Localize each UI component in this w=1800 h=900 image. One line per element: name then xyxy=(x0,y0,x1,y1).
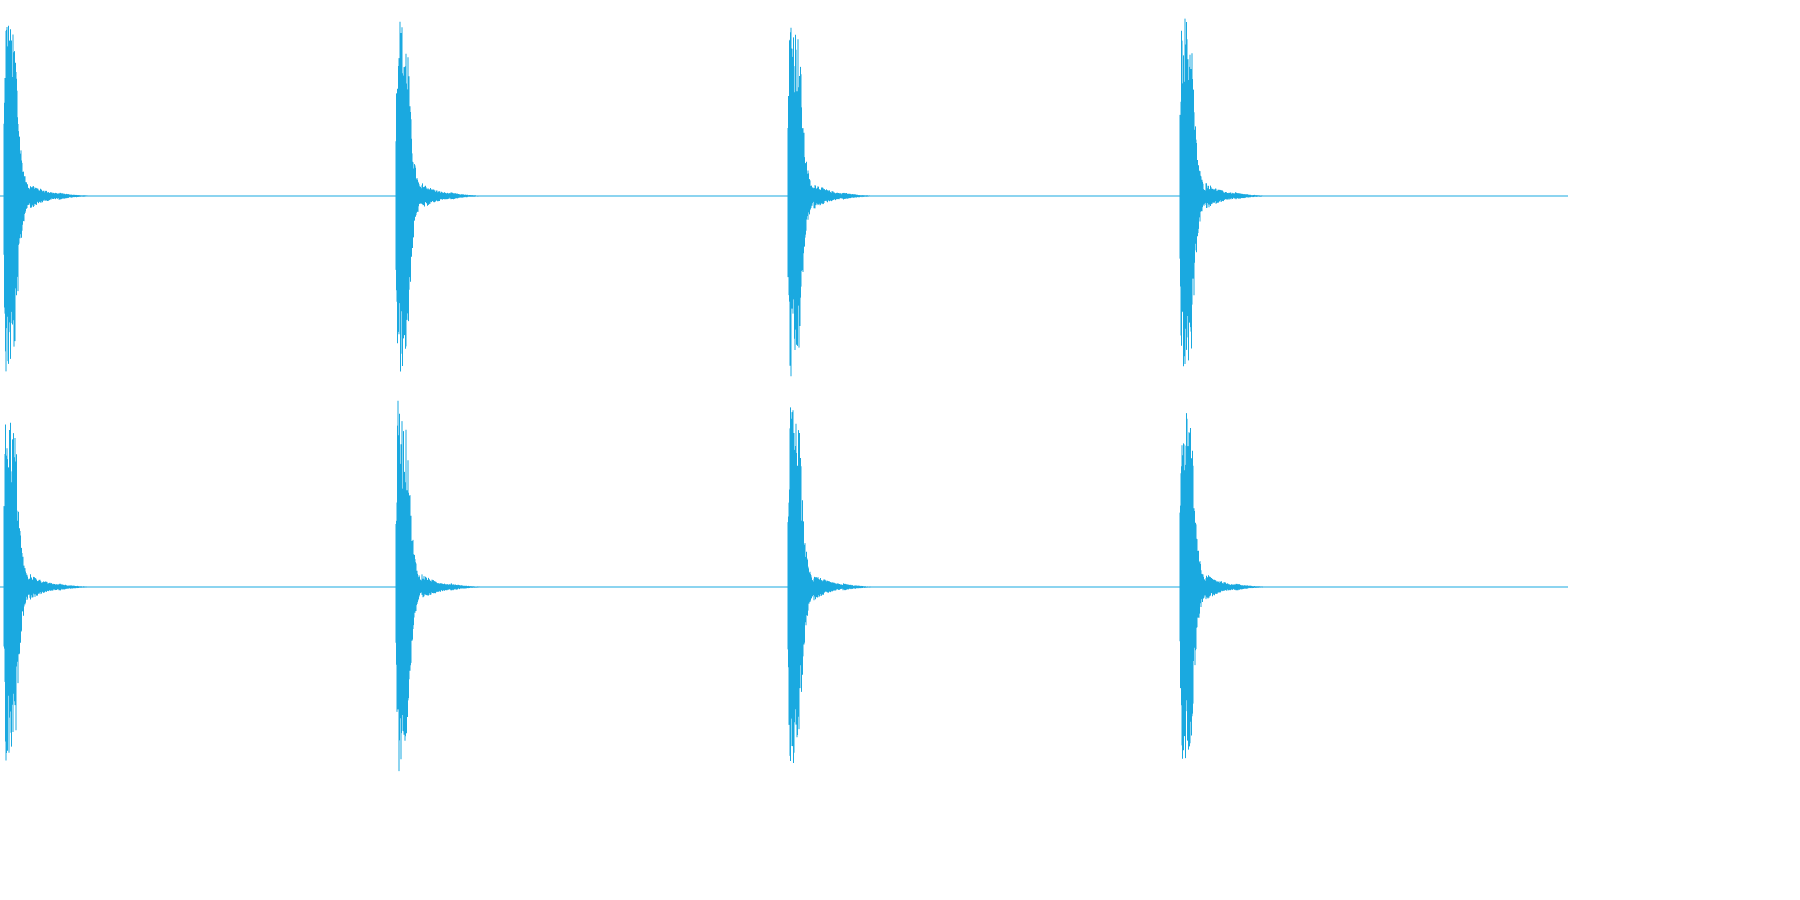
waveform-transient xyxy=(787,407,883,763)
waveform-transient xyxy=(1179,18,1275,367)
waveform-transient xyxy=(3,25,99,372)
channel-1-waveform xyxy=(0,18,1568,377)
channel-2-waveform xyxy=(0,400,1568,772)
waveform-transient xyxy=(787,27,883,377)
waveform-transient xyxy=(395,21,491,372)
waveform-transient xyxy=(395,400,491,772)
waveform-transient xyxy=(1179,413,1275,759)
waveform-transient xyxy=(3,422,99,761)
